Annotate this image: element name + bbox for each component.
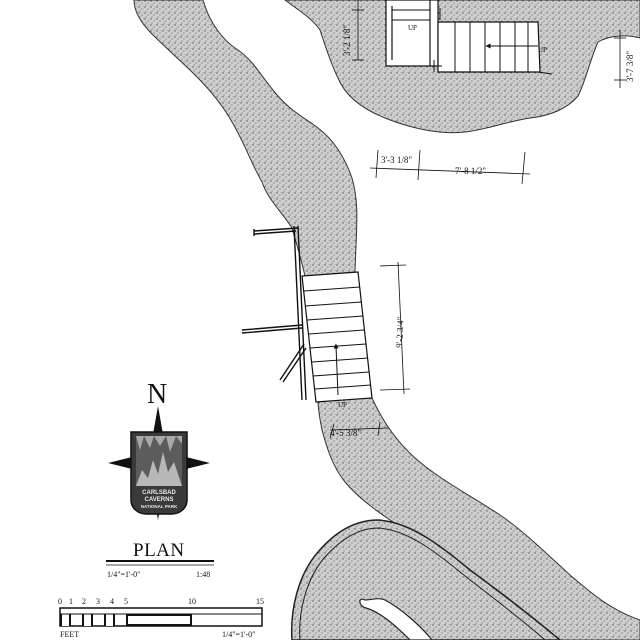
upper-left-stair-treads [392,9,430,21]
scale-tick-10: 10 [188,597,196,606]
scale-tick-2: 2 [82,597,86,606]
dimension-lines [329,0,626,439]
up-label-top-right: UP [538,46,547,54]
north-label: N [147,379,167,410]
north-arrow-left [108,457,132,469]
logo-line-2: CAVERNS [145,497,174,503]
graphic-scale-bar [59,607,263,627]
main-stair-treads [303,286,372,390]
cave-lower-chamber [290,519,562,640]
upper-landing-outline [385,0,439,67]
scale-tick-3: 3 [96,597,100,606]
logo-line-3: NATIONAL PARK [141,504,178,509]
cave-lower-chamber-pool [359,598,433,640]
logo-line-1: CARLSBAD [142,490,176,496]
dimension-top-stair-height: 3'-2 1/8" [342,25,352,56]
cave-passage-north [133,0,358,277]
dimension-main-stair-length: 9'-2 3/4" [394,316,406,348]
up-label-main: UP [338,401,347,409]
scale-tick-15: 15 [256,597,264,606]
dimension-stair-run: 7'-8 1/2" [455,166,486,176]
title-block: PLAN 1/4"=1'-0" 1:48 [106,540,214,579]
scale-tick-1: 1 [69,597,73,606]
main-stair-direction-arrow [333,343,339,396]
scale-tick-0: 0 [58,597,62,606]
dimension-right-stair-height: 3'-7 3/8" [625,51,635,82]
plan-ratio: 1:48 [196,570,210,579]
plan-title: PLAN [133,540,185,561]
upper-landing [385,0,439,67]
main-stair-railing [241,225,307,401]
carlsbad-caverns-logo: CARLSBAD CAVERNS NATIONAL PARK [130,431,188,515]
up-label-top-left: UP [408,24,417,32]
upper-right-stair-outline [437,21,541,73]
scale-tick-4: 4 [110,597,114,606]
dimension-landing-width: 3'-3 1/8" [381,155,412,165]
upper-right-stair-treads [432,8,553,75]
plan-scale: 1/4"=1'-0" [107,570,140,579]
cave-lower-chamber-inner-outline [299,527,546,640]
dimension-main-stair-width: 4'-5 3/8" [330,428,361,438]
north-arrow-right [186,457,210,469]
scale-tick-5: 5 [124,597,128,606]
scale-bar-scale-label: 1/4"=1'-0" [222,630,255,639]
scale-unit-label: FEET [60,630,79,639]
upper-right-stair [437,21,541,73]
